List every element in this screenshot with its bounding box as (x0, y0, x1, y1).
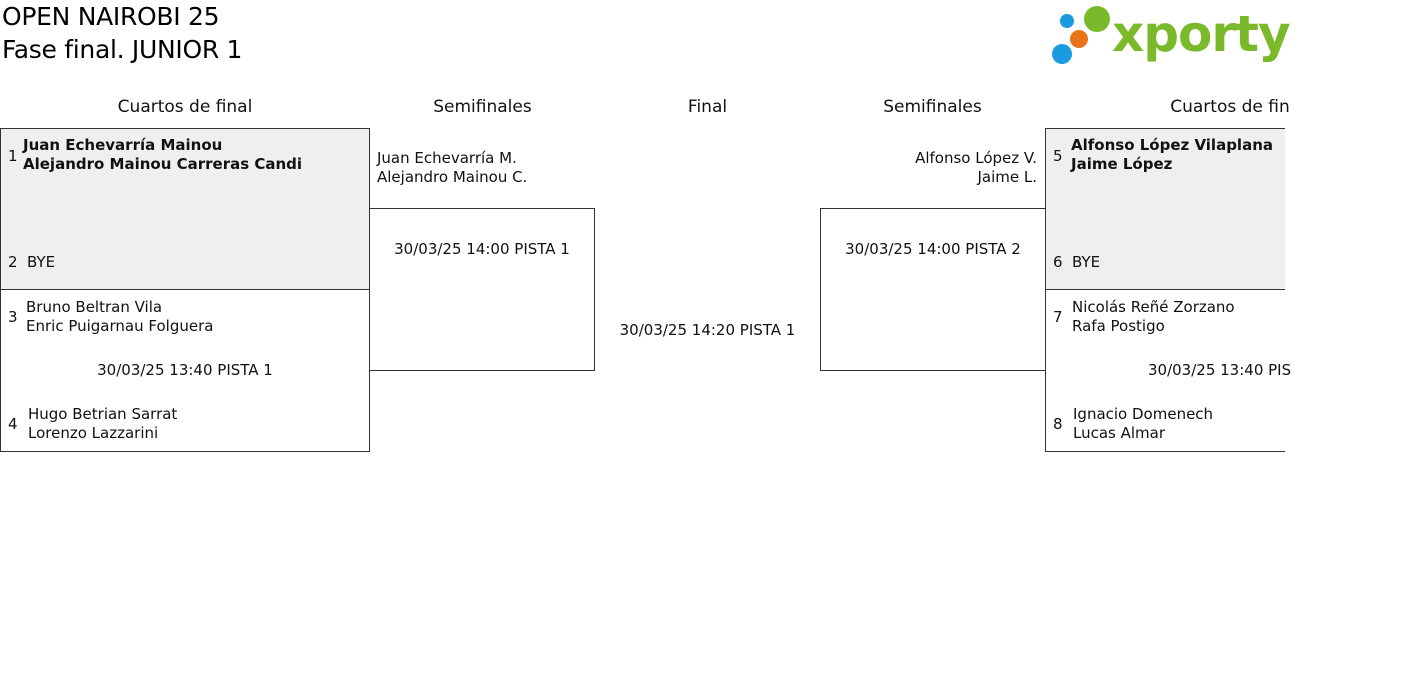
team-player-2: Jaime López (1071, 155, 1173, 173)
phase-title: Fase final. JUNIOR 1 (2, 35, 243, 64)
bye-label: BYE (27, 253, 56, 271)
seed-number: 3 (8, 308, 18, 326)
seed-number: 4 (8, 415, 18, 433)
team-player-2: Alejandro Mainou Carreras Candi (23, 155, 303, 173)
team-player-2: Lorenzo Lazzarini (28, 424, 159, 442)
logo-dot-orange (1070, 30, 1088, 48)
round-header-left-quarter: Cuartos de final (117, 97, 253, 117)
team-player-2: Enric Puigarnau Folguera (26, 317, 214, 335)
quarterfinal-match-4[interactable]: 7 Nicolás Reñé Zorzano Rafa Postigo 30/0… (1045, 289, 1291, 452)
seed-number: 2 (8, 253, 18, 271)
seed-number: 8 (1053, 415, 1063, 433)
seed-number: 5 (1053, 147, 1063, 165)
logo-dot-blue (1052, 44, 1072, 64)
team-player-2: Lucas Almar (1073, 424, 1166, 442)
logo-text: xporty (1112, 5, 1291, 63)
match-schedule: 30/03/25 13:40 PISTA 1 (97, 361, 273, 379)
round-header-left-semi: Semifinales (433, 97, 532, 117)
semifinal-winner-player-1: Alfonso López V. (915, 149, 1037, 167)
team-player-1: Nicolás Reñé Zorzano (1072, 298, 1235, 316)
match-schedule: 30/03/25 14:00 PISTA 1 (394, 240, 570, 258)
seed-number: 6 (1053, 253, 1063, 271)
team-player-1: Ignacio Domenech (1073, 405, 1214, 423)
semifinal-match-left[interactable]: 30/03/25 14:00 PISTA 1 (369, 208, 595, 371)
quarterfinal-match-3[interactable]: 5 Alfonso López Vilaplana Jaime López 6 … (1045, 128, 1285, 290)
match-schedule: 30/03/25 14:00 PISTA 2 (845, 240, 1021, 258)
logo-dot-blue-small (1060, 14, 1074, 28)
semifinal-winner-player-2: Jaime L. (977, 168, 1037, 186)
seed-number: 7 (1053, 308, 1063, 326)
xporty-logo: xporty (1052, 4, 1291, 68)
round-header-right-quarter: Cuartos de fin (1170, 97, 1290, 117)
team-player-1: Bruno Beltran Vila (26, 298, 163, 316)
logo-dot-green (1084, 6, 1110, 32)
team-player-1: Juan Echevarría Mainou (23, 136, 223, 154)
semifinal-match-right[interactable]: 30/03/25 14:00 PISTA 2 (820, 208, 1046, 371)
team-player-1: Alfonso López Vilaplana (1071, 136, 1273, 154)
round-header-right-semi: Semifinales (883, 97, 982, 117)
bye-label: BYE (1072, 253, 1101, 271)
quarterfinal-match-1[interactable]: 1 Juan Echevarría Mainou Alejandro Maino… (0, 128, 370, 290)
semifinal-winner-player-1: Juan Echevarría M. (377, 149, 517, 167)
final-schedule: 30/03/25 14:20 PISTA 1 (619, 321, 796, 339)
team-player-2: Rafa Postigo (1072, 317, 1165, 335)
match-schedule: 30/03/25 13:40 PIS (1148, 361, 1292, 379)
semifinal-winner-player-2: Alejandro Mainou C. (377, 168, 528, 186)
quarterfinal-match-2[interactable]: 3 Bruno Beltran Vila Enric Puigarnau Fol… (0, 289, 370, 452)
tournament-title: OPEN NAIROBI 25 (2, 2, 220, 31)
round-header-final: Final (687, 97, 728, 117)
team-player-1: Hugo Betrian Sarrat (28, 405, 178, 423)
seed-number: 1 (8, 147, 18, 165)
